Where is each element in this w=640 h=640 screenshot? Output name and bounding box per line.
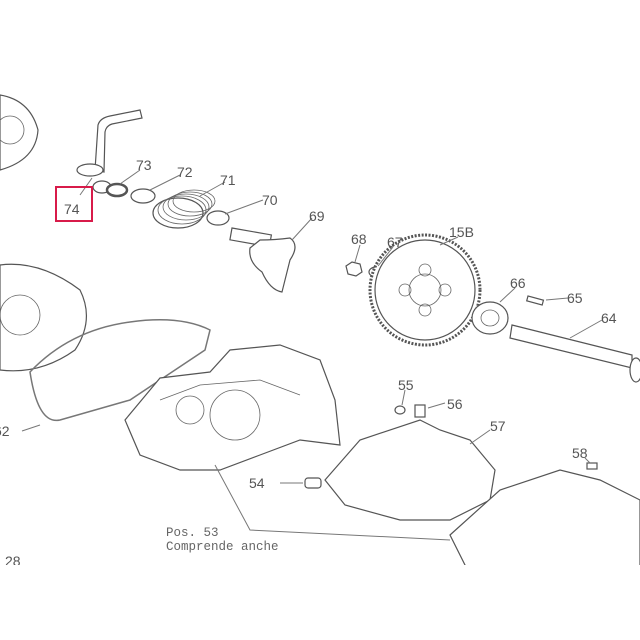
part-label-54[interactable]: 54 [249, 475, 265, 491]
kick-shaft-69 [229, 227, 296, 293]
bearing-66 [471, 301, 509, 335]
part-label-68[interactable]: 68 [351, 231, 367, 247]
dowel-54 [304, 477, 322, 489]
washer-55 [394, 405, 406, 415]
washer-72 [130, 188, 156, 204]
ring-73 [105, 182, 129, 198]
part-label-73[interactable]: 73 [136, 157, 152, 173]
highlight-box-74[interactable] [55, 186, 93, 222]
note-line-2: Comprende anche [166, 540, 279, 554]
part-label-66[interactable]: 66 [510, 275, 526, 291]
screw-56 [414, 404, 426, 418]
part-label-58[interactable]: 58 [572, 445, 588, 461]
leader-lines [21, 169, 603, 541]
shaft-64 [509, 324, 640, 383]
part-label-55[interactable]: 55 [398, 377, 414, 393]
part-label-15b[interactable]: 15B [449, 224, 474, 240]
washer-70 [206, 210, 230, 226]
part-label-70[interactable]: 70 [262, 192, 278, 208]
crankcase-right [449, 469, 640, 576]
gasket [29, 319, 211, 422]
kickstart-lever [76, 109, 143, 177]
cover-62 [0, 263, 88, 372]
nut-68 [345, 261, 363, 277]
part-label-56[interactable]: 56 [447, 396, 463, 412]
pin-58 [586, 462, 598, 470]
key-65 [525, 295, 545, 306]
part-label-67[interactable]: 67 [387, 234, 403, 250]
part-label-64[interactable]: 64 [601, 310, 617, 326]
blank-bottom [0, 565, 640, 640]
part-label-71[interactable]: 71 [220, 172, 236, 188]
part-label-72[interactable]: 72 [177, 164, 193, 180]
spring-71 [152, 189, 216, 229]
part-label-62[interactable]: 62 [0, 423, 10, 439]
part-label-57[interactable]: 57 [490, 418, 506, 434]
part-label-74[interactable]: 74 [64, 201, 80, 217]
note-line-1: Pos. 53 [166, 526, 219, 540]
clutch-part [0, 94, 39, 171]
crankcase-left [124, 344, 341, 471]
gasket-57 [324, 419, 496, 521]
part-label-69[interactable]: 69 [309, 208, 325, 224]
gear-15b [368, 233, 482, 347]
part-label-65[interactable]: 65 [567, 290, 583, 306]
